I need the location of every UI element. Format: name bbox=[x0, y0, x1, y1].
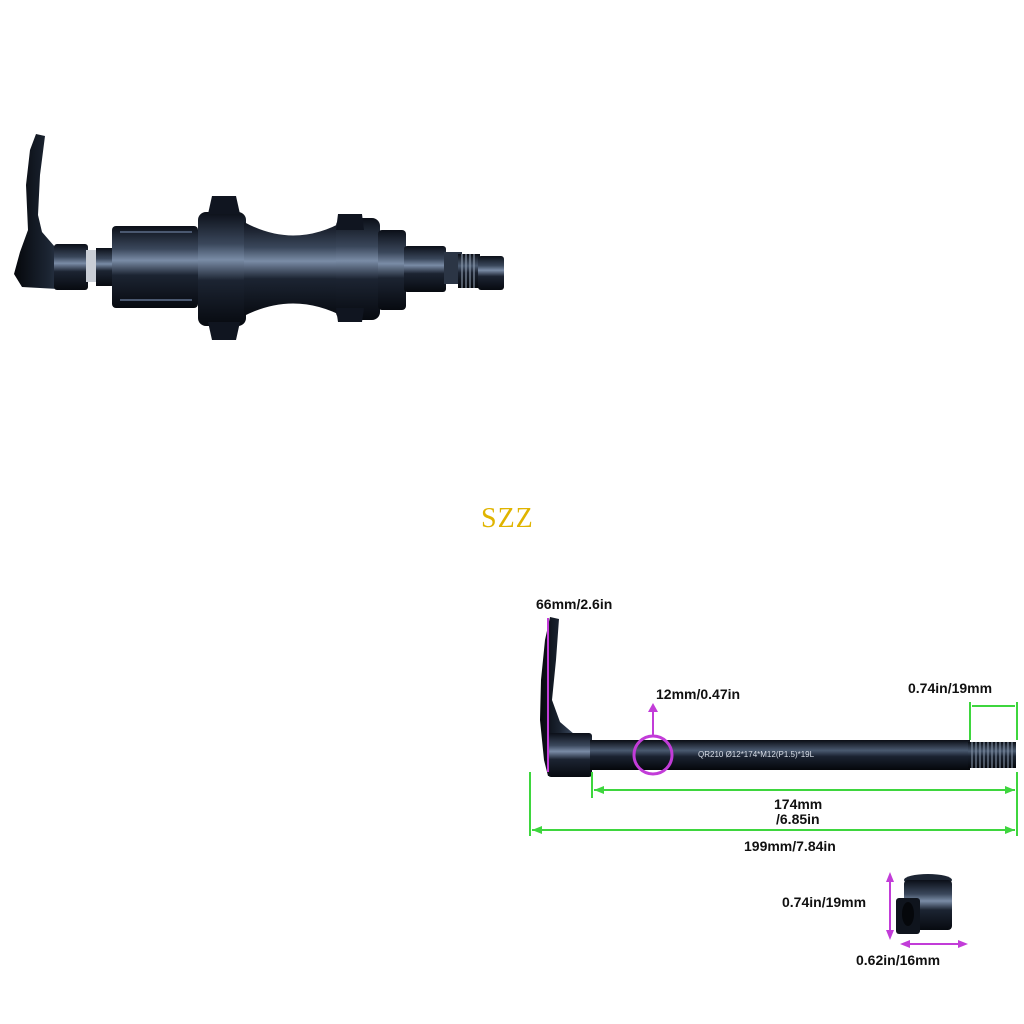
hub-flange-right bbox=[336, 218, 380, 320]
watermark-text: SZZ bbox=[481, 503, 534, 534]
hub-freehub-body bbox=[112, 226, 198, 308]
nut-width-label: 0.62in/16mm bbox=[856, 952, 941, 968]
axle-engraving: QR210 Ø12*174*M12(P1.5)*19L bbox=[698, 750, 815, 759]
axle-diameter-label: 12mm/0.47in bbox=[656, 686, 741, 702]
hub-lever-base bbox=[54, 244, 88, 290]
thru-axle: QR210 Ø12*174*M12(P1.5)*19L bbox=[540, 617, 1016, 777]
dimension-lines bbox=[529, 618, 1018, 836]
hub-axle-thread bbox=[458, 254, 480, 288]
lever-height-label: 66mm/2.6in bbox=[536, 596, 613, 612]
rear-hub bbox=[14, 134, 504, 340]
thread-length-label: 0.74in/19mm bbox=[908, 680, 993, 696]
hub-flange-left bbox=[198, 212, 246, 326]
axle-length-in-label: /6.85in bbox=[776, 811, 820, 827]
nut-height-label: 0.74in/19mm bbox=[782, 894, 867, 910]
total-length-label: 199mm/7.84in bbox=[744, 838, 836, 854]
axle-rod bbox=[590, 740, 970, 770]
axle-thread bbox=[968, 742, 1016, 768]
axle-length-mm-label: 174mm bbox=[774, 796, 823, 812]
axle-lever-base bbox=[548, 733, 592, 777]
hub-rotor-mount bbox=[378, 230, 406, 310]
axle-nut bbox=[886, 872, 968, 948]
hub-shell bbox=[244, 220, 346, 318]
hub-end-nut bbox=[478, 256, 504, 290]
